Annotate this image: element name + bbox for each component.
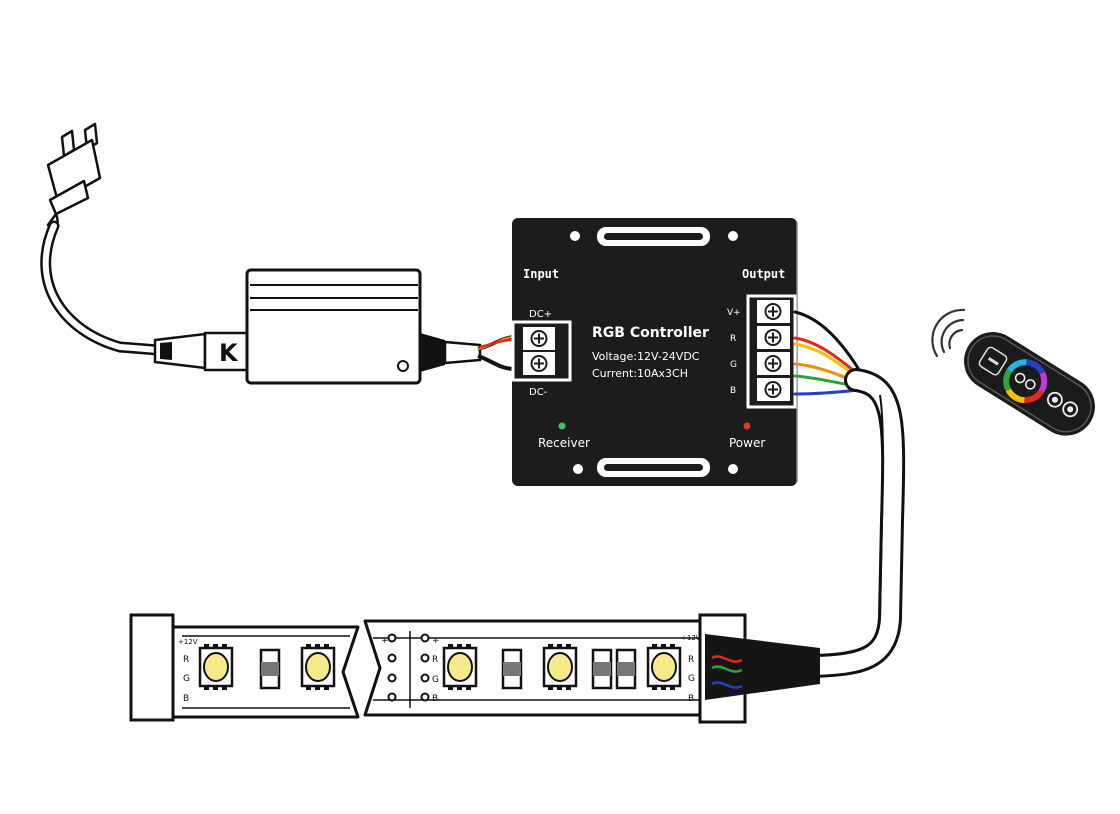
left-pad-12v: +12V xyxy=(178,638,198,646)
right-pad-12v: +12V xyxy=(681,634,701,642)
resistor xyxy=(591,648,613,690)
svg-text:K: K xyxy=(219,339,239,367)
right-pad-g: G xyxy=(688,674,695,684)
power-led-icon xyxy=(743,422,751,430)
resistor xyxy=(501,648,523,690)
plug-icon xyxy=(46,122,102,234)
input-label: Input xyxy=(523,267,559,281)
receiver-label: Receiver xyxy=(538,436,590,450)
out-pin-v: V+ xyxy=(727,308,741,318)
out-pin-b: B xyxy=(730,386,736,396)
right-pad-r: R xyxy=(688,655,694,665)
led-chip xyxy=(646,644,682,690)
output-label: Output xyxy=(742,267,785,281)
remote-control-icon xyxy=(964,332,1095,436)
right-pad-b: B xyxy=(688,694,694,704)
led-chip xyxy=(300,644,336,690)
led-chip xyxy=(542,644,578,690)
adapter-icon: K xyxy=(153,268,482,385)
mid-mark-r: R xyxy=(432,655,438,665)
controller-title: RGB Controller xyxy=(592,325,709,341)
dc-minus-label: DC- xyxy=(529,387,548,398)
current-spec: Current:10Ax3CH xyxy=(592,367,688,380)
signal-waves-icon xyxy=(931,308,966,358)
power-label: Power xyxy=(729,436,765,450)
ac-cable xyxy=(40,220,164,356)
led-chip xyxy=(198,644,234,690)
mid-mark-plus: + xyxy=(432,636,440,646)
mid-mark-b: B xyxy=(432,694,438,704)
mid-mark-plus-left: + xyxy=(381,636,389,646)
mid-mark-g: G xyxy=(432,675,439,685)
rgb-controller-icon: Input Output DC+ DC- RGB Controller Volt… xyxy=(511,218,798,486)
left-pad-g: G xyxy=(183,674,190,684)
out-pin-r: R xyxy=(730,334,736,344)
led-chip xyxy=(442,644,478,690)
left-pad-r: R xyxy=(183,655,189,665)
resistor xyxy=(259,648,281,690)
left-pad-b: B xyxy=(183,694,189,704)
dc-plus-label: DC+ xyxy=(529,309,552,320)
resistor xyxy=(615,648,637,690)
voltage-spec: Voltage:12V-24VDC xyxy=(592,350,700,363)
receiver-led-icon xyxy=(558,422,566,430)
led-strip-icon: +12V R G B + + R G B +12V R G B xyxy=(129,613,820,724)
out-pin-g: G xyxy=(730,360,737,370)
